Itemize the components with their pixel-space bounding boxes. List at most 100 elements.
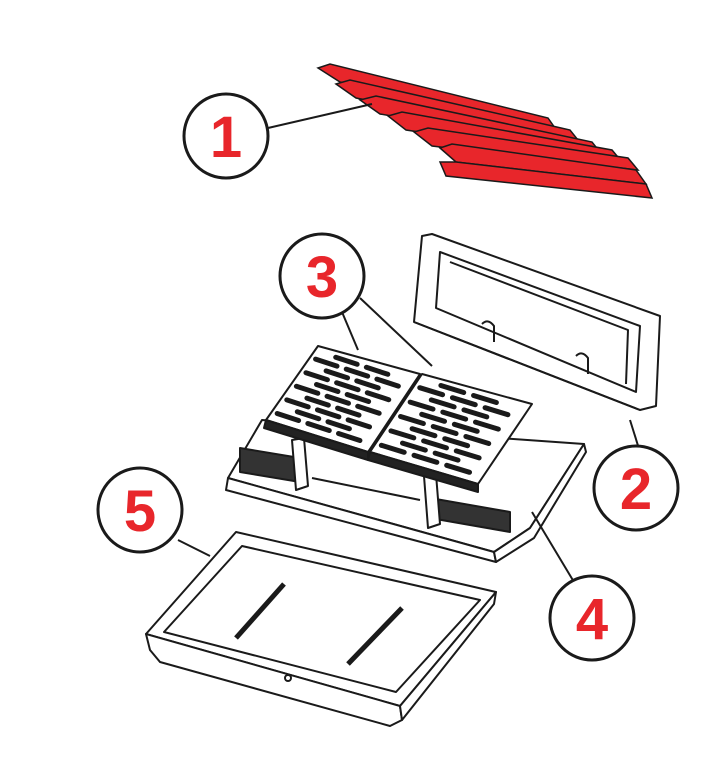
- callout-2[interactable]: 2: [592, 444, 680, 532]
- callout-4-circle: [548, 574, 636, 662]
- grate-slot: [378, 442, 407, 455]
- base-post-right: [423, 473, 441, 529]
- grate-slot: [294, 409, 322, 422]
- grate-slot: [354, 378, 381, 391]
- pan-handle-hole: [284, 674, 292, 682]
- base-post-left: [291, 437, 309, 491]
- brick-plate-5: [412, 127, 640, 171]
- grate-slot: [343, 366, 371, 379]
- pan-rib-right: [346, 606, 404, 666]
- grate-slot: [472, 419, 501, 432]
- grate-slot: [344, 392, 372, 404]
- frame-inner-lip: [449, 261, 629, 385]
- grate-slot: [430, 424, 459, 436]
- grate-slot: [323, 368, 351, 381]
- pan-right-side: [399, 591, 497, 721]
- callout-3[interactable]: 3: [278, 232, 366, 320]
- callout-1[interactable]: 1: [182, 92, 270, 180]
- callout-1-circle: [182, 92, 270, 180]
- grate-slot: [334, 380, 361, 393]
- callout-3-number: 3: [306, 245, 338, 310]
- grate-slot: [440, 409, 469, 422]
- grate-slot: [388, 428, 417, 441]
- callout-5-number: 5: [124, 479, 156, 544]
- grate-slot: [438, 383, 467, 395]
- frame-notch-right: [575, 352, 589, 374]
- leader-5: [177, 539, 211, 557]
- pan-rim-inner: [163, 545, 481, 693]
- grate-slot: [374, 376, 401, 389]
- callout-2-number: 2: [620, 457, 652, 522]
- grate-right-side: [367, 451, 479, 493]
- grate-slot: [449, 395, 478, 408]
- part-1-firebricks[interactable]: [316, 63, 654, 199]
- grate-slot: [398, 414, 426, 426]
- grate-slot: [461, 407, 490, 420]
- grate-right-slots: [378, 383, 511, 475]
- grate-slot: [407, 399, 436, 412]
- leader-3b: [359, 297, 433, 367]
- callout-5-circle: [96, 466, 184, 554]
- grate-slot: [313, 356, 340, 369]
- grate-slot: [303, 370, 330, 383]
- grate-slot: [417, 385, 446, 398]
- part-2-back-frame[interactable]: [413, 233, 661, 411]
- brick-plate-1: [316, 63, 557, 130]
- grate-slot: [399, 440, 428, 453]
- callout-1-number: 1: [210, 105, 242, 170]
- grate-left-slots: [274, 354, 401, 443]
- grate-slot: [411, 452, 440, 465]
- grate-slot: [305, 421, 332, 433]
- leader-4: [531, 511, 575, 583]
- grate-slot: [432, 450, 461, 463]
- callout-4-number: 4: [576, 587, 608, 652]
- brick-plate-7: [438, 161, 654, 199]
- base-plate-right: [493, 443, 587, 563]
- grate-slot: [421, 438, 449, 451]
- grate-slot: [313, 382, 341, 394]
- grate-slot: [409, 426, 438, 439]
- grate-slot: [363, 364, 391, 377]
- callout-5[interactable]: 5: [96, 466, 184, 554]
- grate-slot: [314, 407, 342, 420]
- grate-slot: [355, 403, 382, 416]
- grate-slot: [284, 397, 311, 410]
- frame-inner: [435, 251, 641, 393]
- leader-1: [267, 103, 373, 129]
- grate-right: [367, 373, 533, 493]
- grate-slot: [453, 448, 482, 461]
- grate-slot: [428, 397, 457, 410]
- brick-plate-6: [438, 143, 648, 185]
- leader-3a: [341, 311, 359, 351]
- grate-slot: [333, 354, 360, 367]
- grate-slot: [444, 462, 473, 475]
- grate-slot: [482, 405, 511, 418]
- pan-rib-left: [234, 582, 286, 640]
- callout-2-circle: [592, 444, 680, 532]
- grate-slot: [335, 431, 363, 443]
- base-center-line: [311, 477, 421, 501]
- grate-slot: [274, 411, 302, 423]
- grate-slot: [335, 405, 362, 418]
- part-3-grates[interactable]: [263, 345, 533, 493]
- grate-left: [263, 345, 421, 461]
- grate-slot: [293, 383, 321, 396]
- grate-slot: [345, 417, 373, 430]
- grate-slot: [463, 434, 492, 446]
- leader-lines: [177, 103, 641, 583]
- grate-slot: [325, 419, 352, 432]
- grate-slot: [364, 390, 392, 403]
- grate-slot: [304, 395, 331, 408]
- part-5-ash-pan[interactable]: [145, 531, 497, 727]
- grate-slot: [451, 421, 480, 434]
- callout-4[interactable]: 4: [548, 574, 636, 662]
- grate-slot: [471, 393, 499, 405]
- brick-plate-2: [334, 79, 580, 142]
- grate-slot: [419, 411, 448, 424]
- grate-slot: [324, 393, 351, 406]
- frame-notch-left: [481, 320, 495, 342]
- frame-edge: [413, 321, 641, 411]
- grate-slot: [442, 436, 471, 449]
- callout-3-circle: [278, 232, 366, 320]
